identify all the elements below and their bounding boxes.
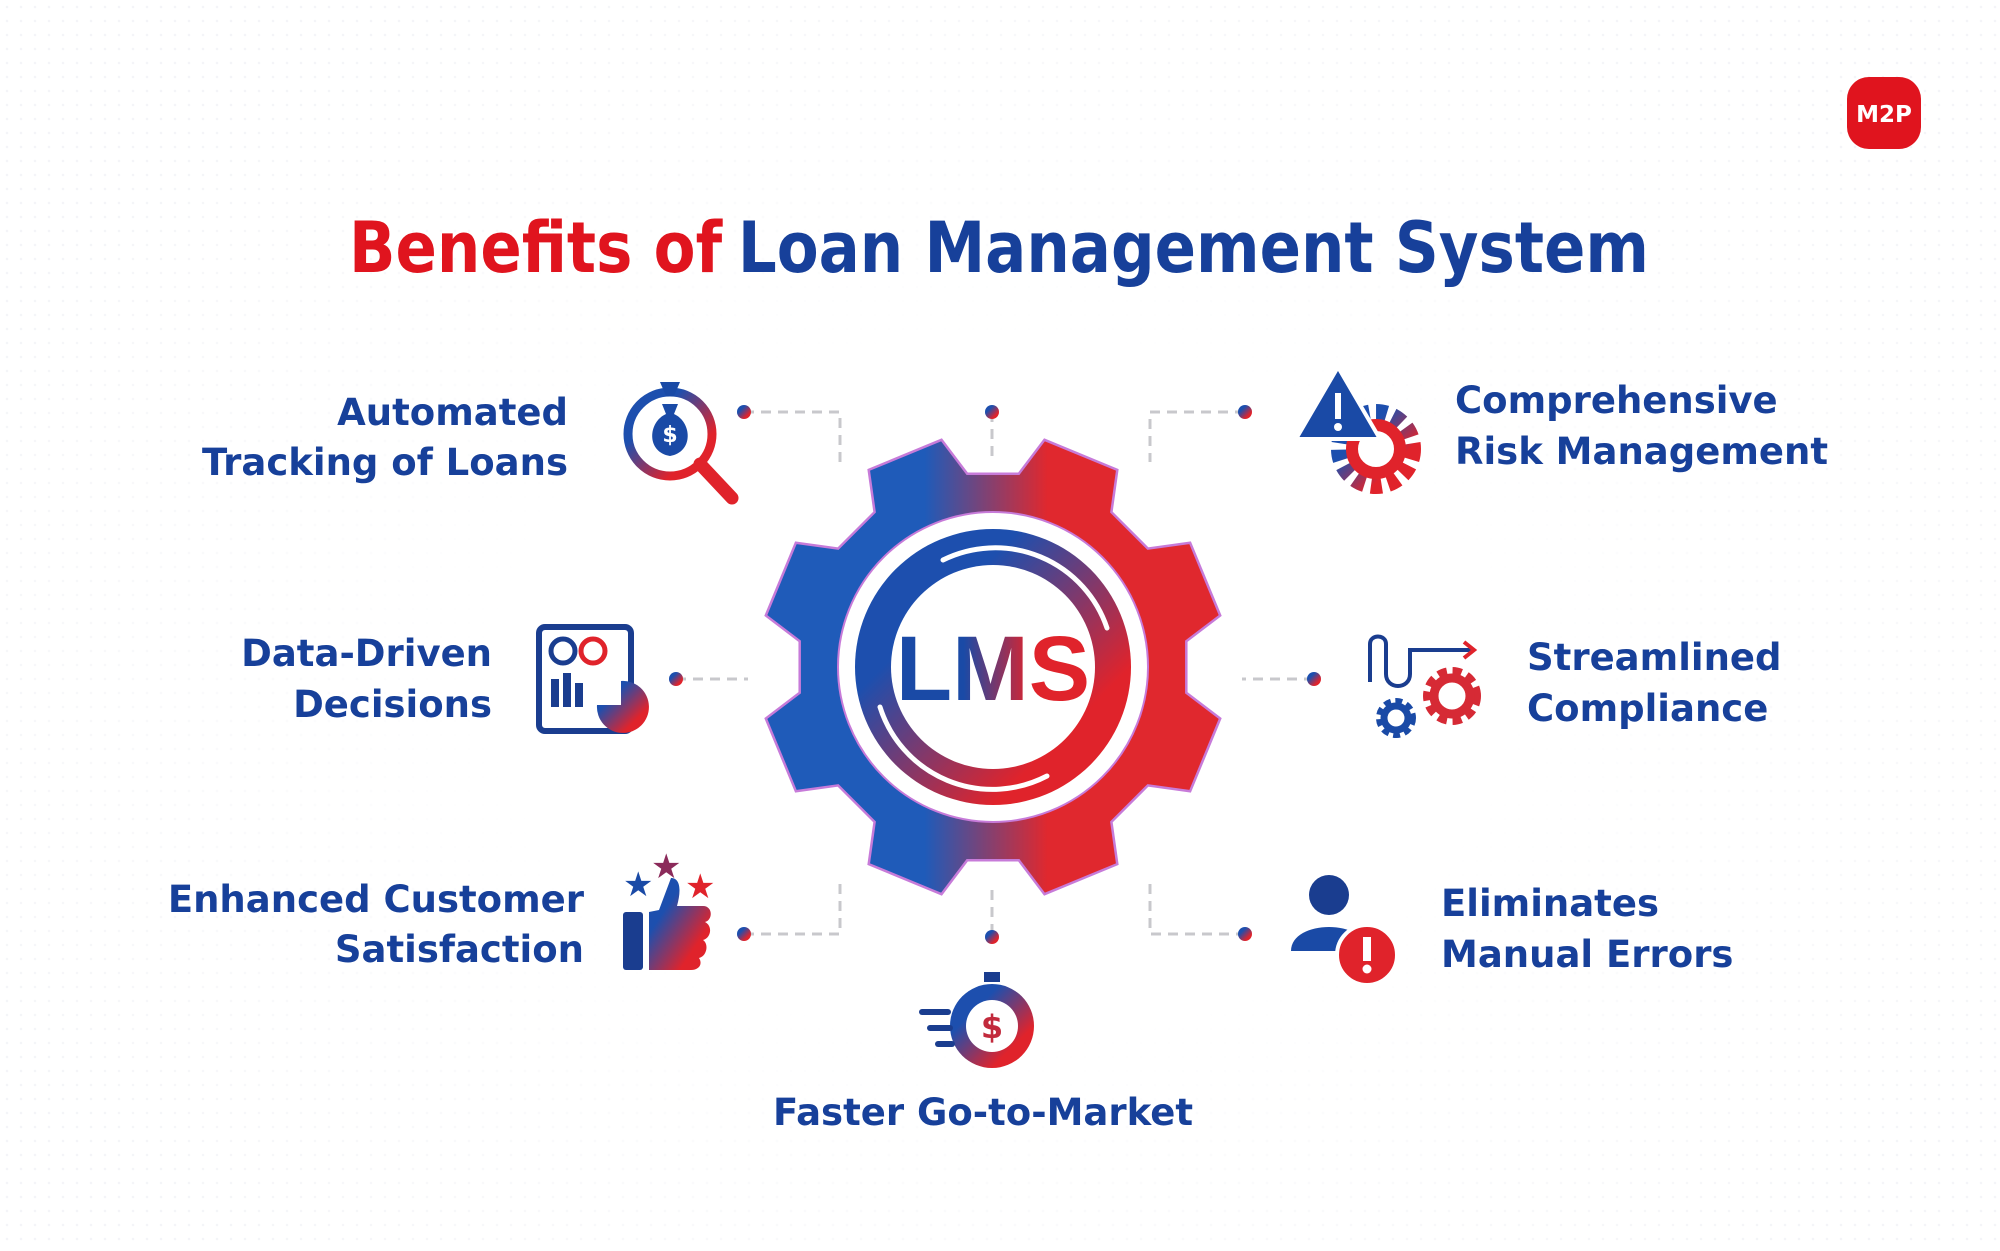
report-chart-icon bbox=[536, 624, 649, 734]
benefit-label-line1: Enhanced Customer bbox=[168, 878, 585, 921]
benefit-label-line2: Decisions bbox=[293, 683, 492, 726]
svg-text:★: ★ bbox=[623, 865, 653, 905]
logo-text: M2P bbox=[1856, 102, 1912, 128]
benefit-label-line2: Satisfaction bbox=[335, 928, 584, 971]
benefit-label-line1: Automated bbox=[337, 391, 568, 434]
m2p-logo: M2P bbox=[1847, 77, 1921, 149]
stopwatch-dollar-icon: $ bbox=[919, 972, 1034, 1068]
benefit-faster-go-to-market: Faster Go-to-Market bbox=[773, 1091, 1193, 1134]
connectors bbox=[676, 410, 1314, 937]
connector-dot bbox=[669, 672, 683, 686]
money-bag-magnifier-icon: $ bbox=[623, 382, 739, 505]
benefit-label-line2: Compliance bbox=[1527, 687, 1768, 730]
title-part1: Benefits of bbox=[349, 207, 723, 289]
connector-dot bbox=[985, 930, 999, 944]
connector-dot bbox=[737, 927, 751, 941]
svg-text:★: ★ bbox=[651, 847, 681, 887]
title-part2: Loan Management System bbox=[738, 207, 1649, 289]
lms-gear: LMS bbox=[764, 438, 1222, 896]
connector-dot bbox=[1238, 927, 1252, 941]
benefit-label-line1: Streamlined bbox=[1527, 636, 1781, 679]
connector-dot bbox=[737, 405, 751, 419]
benefit-label-line2: Tracking of Loans bbox=[202, 441, 568, 484]
user-alert-icon bbox=[1291, 875, 1399, 987]
benefit-customer-satisfaction: Enhanced Customer Satisfaction bbox=[168, 878, 585, 971]
svg-text:★: ★ bbox=[685, 867, 715, 907]
benefit-automated-tracking: Automated Tracking of Loans bbox=[202, 391, 568, 484]
thumbs-up-stars-icon: ★ ★ ★ bbox=[623, 847, 715, 970]
benefit-label-line2: Manual Errors bbox=[1441, 933, 1733, 976]
connector-dot bbox=[1307, 672, 1321, 686]
svg-text:$: $ bbox=[662, 423, 677, 448]
svg-text:$: $ bbox=[981, 1008, 1003, 1046]
connector-dot bbox=[985, 405, 999, 419]
connector-dot bbox=[1238, 405, 1252, 419]
benefit-streamlined-compliance: Streamlined Compliance bbox=[1527, 636, 1781, 730]
warning-gear-icon bbox=[1292, 363, 1421, 494]
lms-center-text: LMS bbox=[896, 618, 1090, 720]
benefit-label-line1: Faster Go-to-Market bbox=[773, 1091, 1193, 1134]
benefit-risk-management: Comprehensive Risk Management bbox=[1455, 379, 1828, 473]
benefit-label-line2: Risk Management bbox=[1455, 430, 1828, 473]
page-title: Benefits ofLoan Management System bbox=[349, 207, 1649, 289]
benefit-data-driven: Data-Driven Decisions bbox=[241, 632, 492, 726]
benefit-label-line1: Comprehensive bbox=[1455, 379, 1778, 422]
benefit-eliminates-errors: Eliminates Manual Errors bbox=[1441, 882, 1733, 976]
gears-flow-icon bbox=[1368, 634, 1481, 738]
connector-dots bbox=[669, 405, 1321, 944]
benefit-label-line1: Eliminates bbox=[1441, 882, 1659, 925]
benefit-label-line1: Data-Driven bbox=[241, 632, 492, 675]
